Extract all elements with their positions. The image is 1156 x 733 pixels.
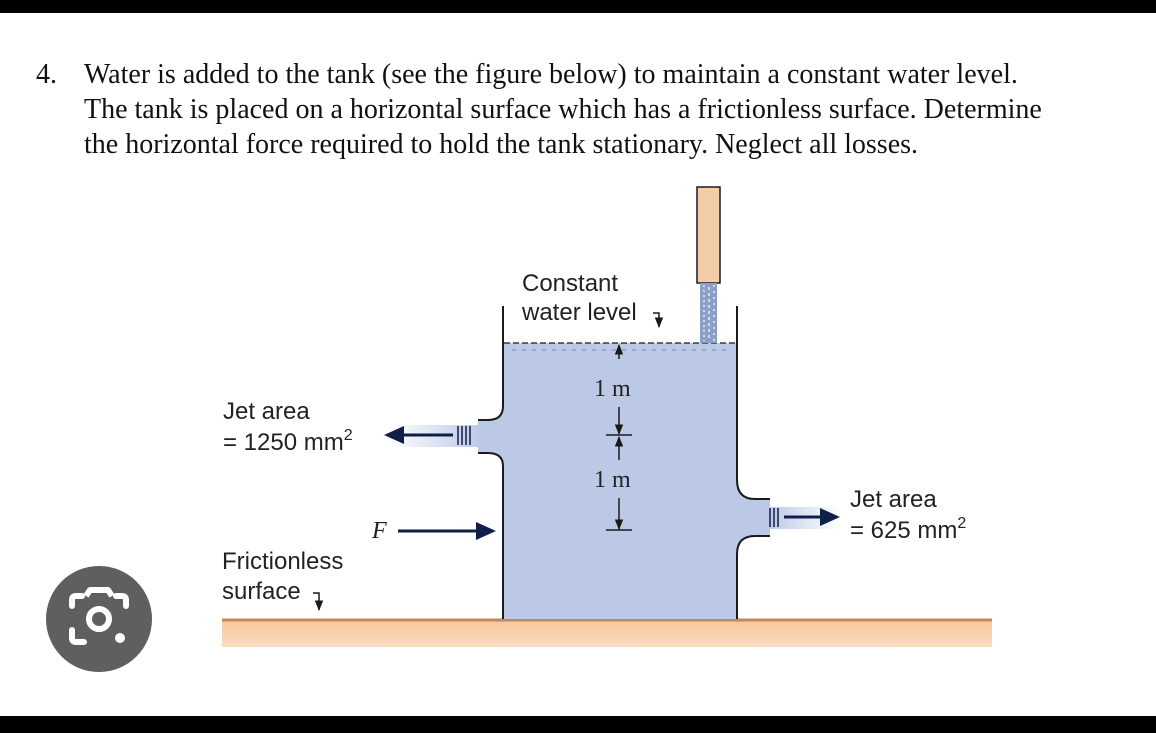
tank-water [478, 343, 770, 619]
jet-right-label: Jet area [850, 486, 937, 513]
left-jet-lines [457, 426, 471, 445]
surface-pointer [313, 592, 324, 612]
right-jet-lines [769, 508, 779, 527]
jet-right-label: = 625 mm2 [850, 515, 966, 544]
frictionless-surface-label: Frictionless [222, 548, 343, 575]
question-number: 4. [36, 59, 57, 90]
question-line: The tank is placed on a horizontal surfa… [84, 94, 1042, 125]
constant-level-pointer [653, 312, 664, 329]
tank-wall-left [478, 306, 504, 619]
depth-label-lower: 1 m [594, 467, 631, 493]
page-canvas: 4. Water is added to the tank (see the f… [0, 13, 1156, 716]
frictionless-surface-label: surface [222, 578, 301, 605]
right-jet-arrowhead [820, 508, 840, 526]
force-arrowhead [476, 522, 496, 540]
force-label: F [371, 518, 387, 544]
question-text: 4. Water is added to the tank (see the f… [0, 13, 1156, 193]
inflow-pipe [696, 186, 721, 284]
left-jet-arrowhead [384, 426, 404, 444]
jet-left-label: Jet area [223, 398, 310, 425]
constant-level-label: water level [521, 299, 637, 326]
google-lens-button[interactable] [46, 566, 152, 672]
question-line: Water is added to the tank (see the figu… [84, 59, 1018, 90]
question-line: the horizontal force required to hold th… [84, 129, 919, 160]
jet-left-label: = 1250 mm2 [223, 427, 353, 456]
tank-diagram: Constant water level 1 m 1 m Jet area = … [222, 186, 992, 647]
tank-wall-right [736, 306, 770, 619]
air-space [504, 309, 736, 342]
google-lens-icon [69, 587, 129, 645]
constant-level-label: Constant [522, 270, 618, 297]
depth-label-upper: 1 m [594, 376, 631, 402]
ground-surface [222, 620, 992, 647]
